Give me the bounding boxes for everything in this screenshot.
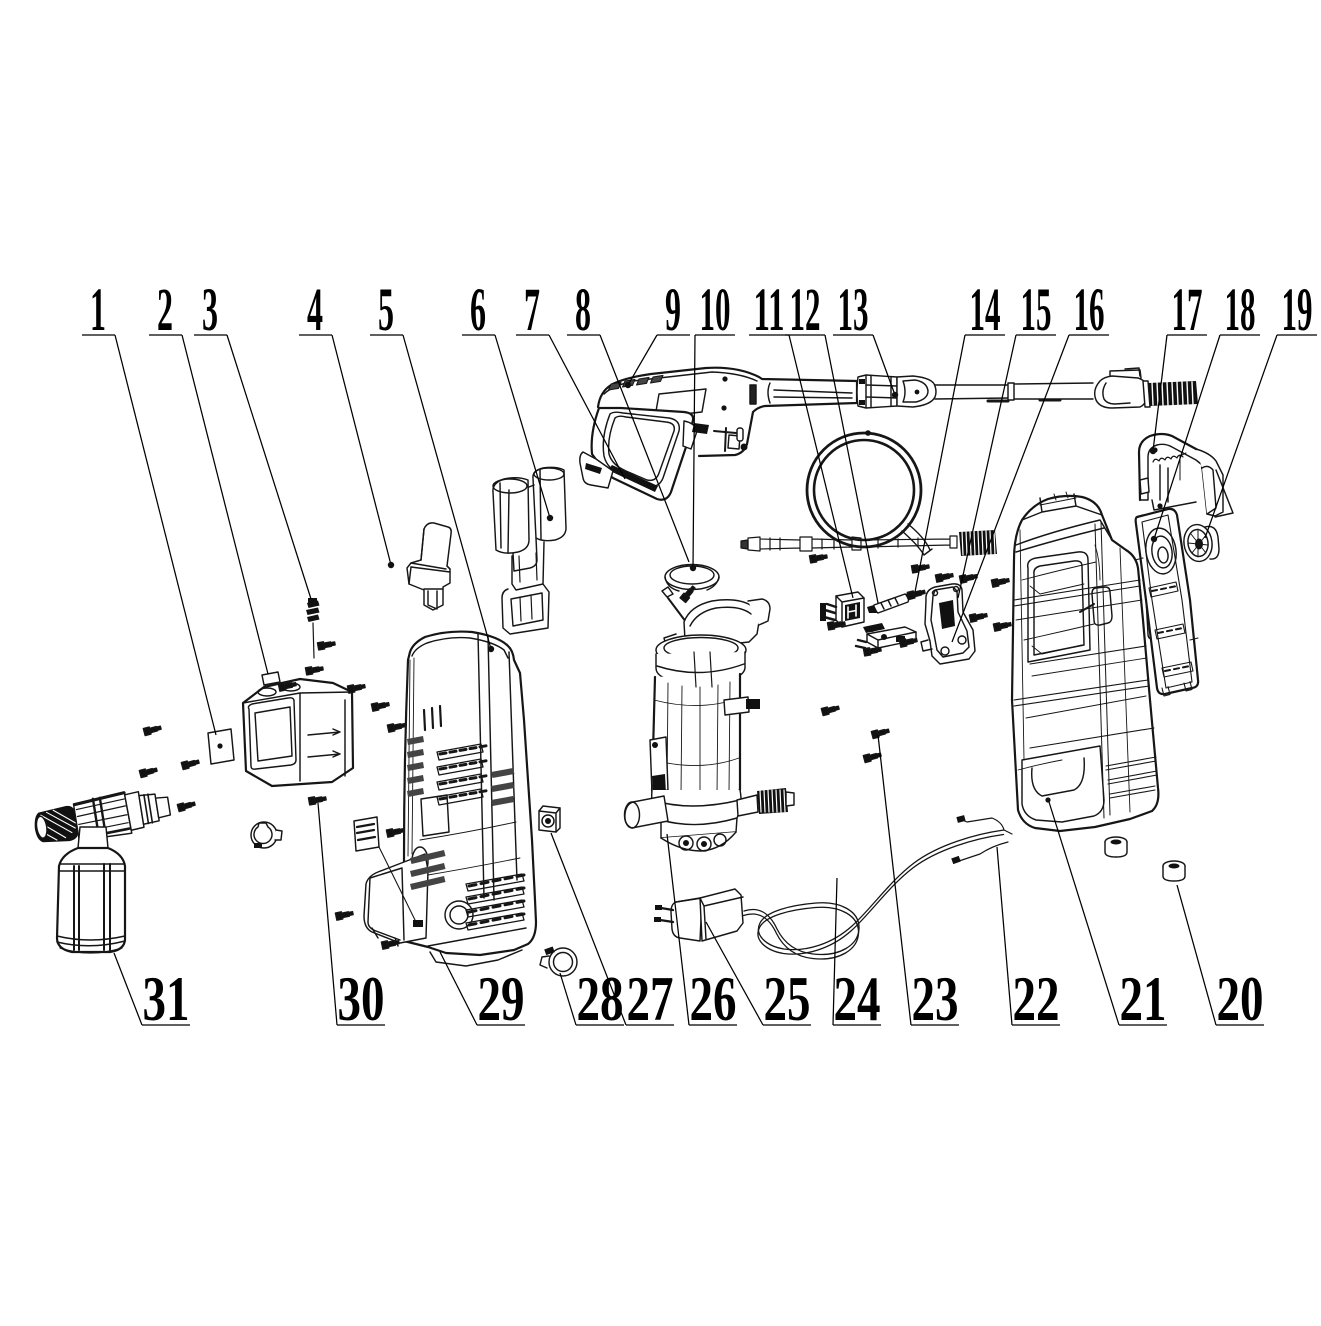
svg-text:31: 31	[143, 964, 190, 1034]
svg-text:20: 20	[1217, 964, 1264, 1034]
svg-text:22: 22	[1013, 964, 1060, 1034]
svg-text:2: 2	[157, 277, 173, 344]
svg-text:9: 9	[665, 277, 681, 344]
svg-text:7: 7	[524, 277, 540, 344]
svg-text:28: 28	[577, 964, 624, 1034]
svg-text:16: 16	[1074, 277, 1105, 344]
svg-text:15: 15	[1021, 277, 1052, 344]
svg-text:18: 18	[1225, 277, 1256, 344]
svg-text:8: 8	[575, 277, 591, 344]
svg-text:24: 24	[834, 964, 881, 1034]
svg-text:6: 6	[470, 277, 486, 344]
svg-text:29: 29	[478, 964, 525, 1034]
svg-text:13: 13	[838, 277, 869, 344]
svg-text:10: 10	[700, 277, 731, 344]
svg-text:27: 27	[627, 964, 674, 1034]
svg-text:1: 1	[90, 277, 106, 344]
svg-text:3: 3	[202, 277, 218, 344]
svg-text:25: 25	[764, 964, 811, 1034]
svg-text:26: 26	[690, 964, 737, 1034]
svg-text:21: 21	[1120, 964, 1167, 1034]
svg-text:19: 19	[1282, 277, 1313, 344]
svg-text:30: 30	[338, 964, 385, 1034]
svg-text:5: 5	[378, 277, 394, 344]
svg-text:11: 11	[754, 277, 785, 344]
svg-text:14: 14	[970, 277, 1001, 344]
svg-text:17: 17	[1172, 277, 1203, 344]
svg-text:4: 4	[307, 277, 323, 344]
svg-text:12: 12	[790, 277, 821, 344]
svg-text:23: 23	[912, 964, 959, 1034]
